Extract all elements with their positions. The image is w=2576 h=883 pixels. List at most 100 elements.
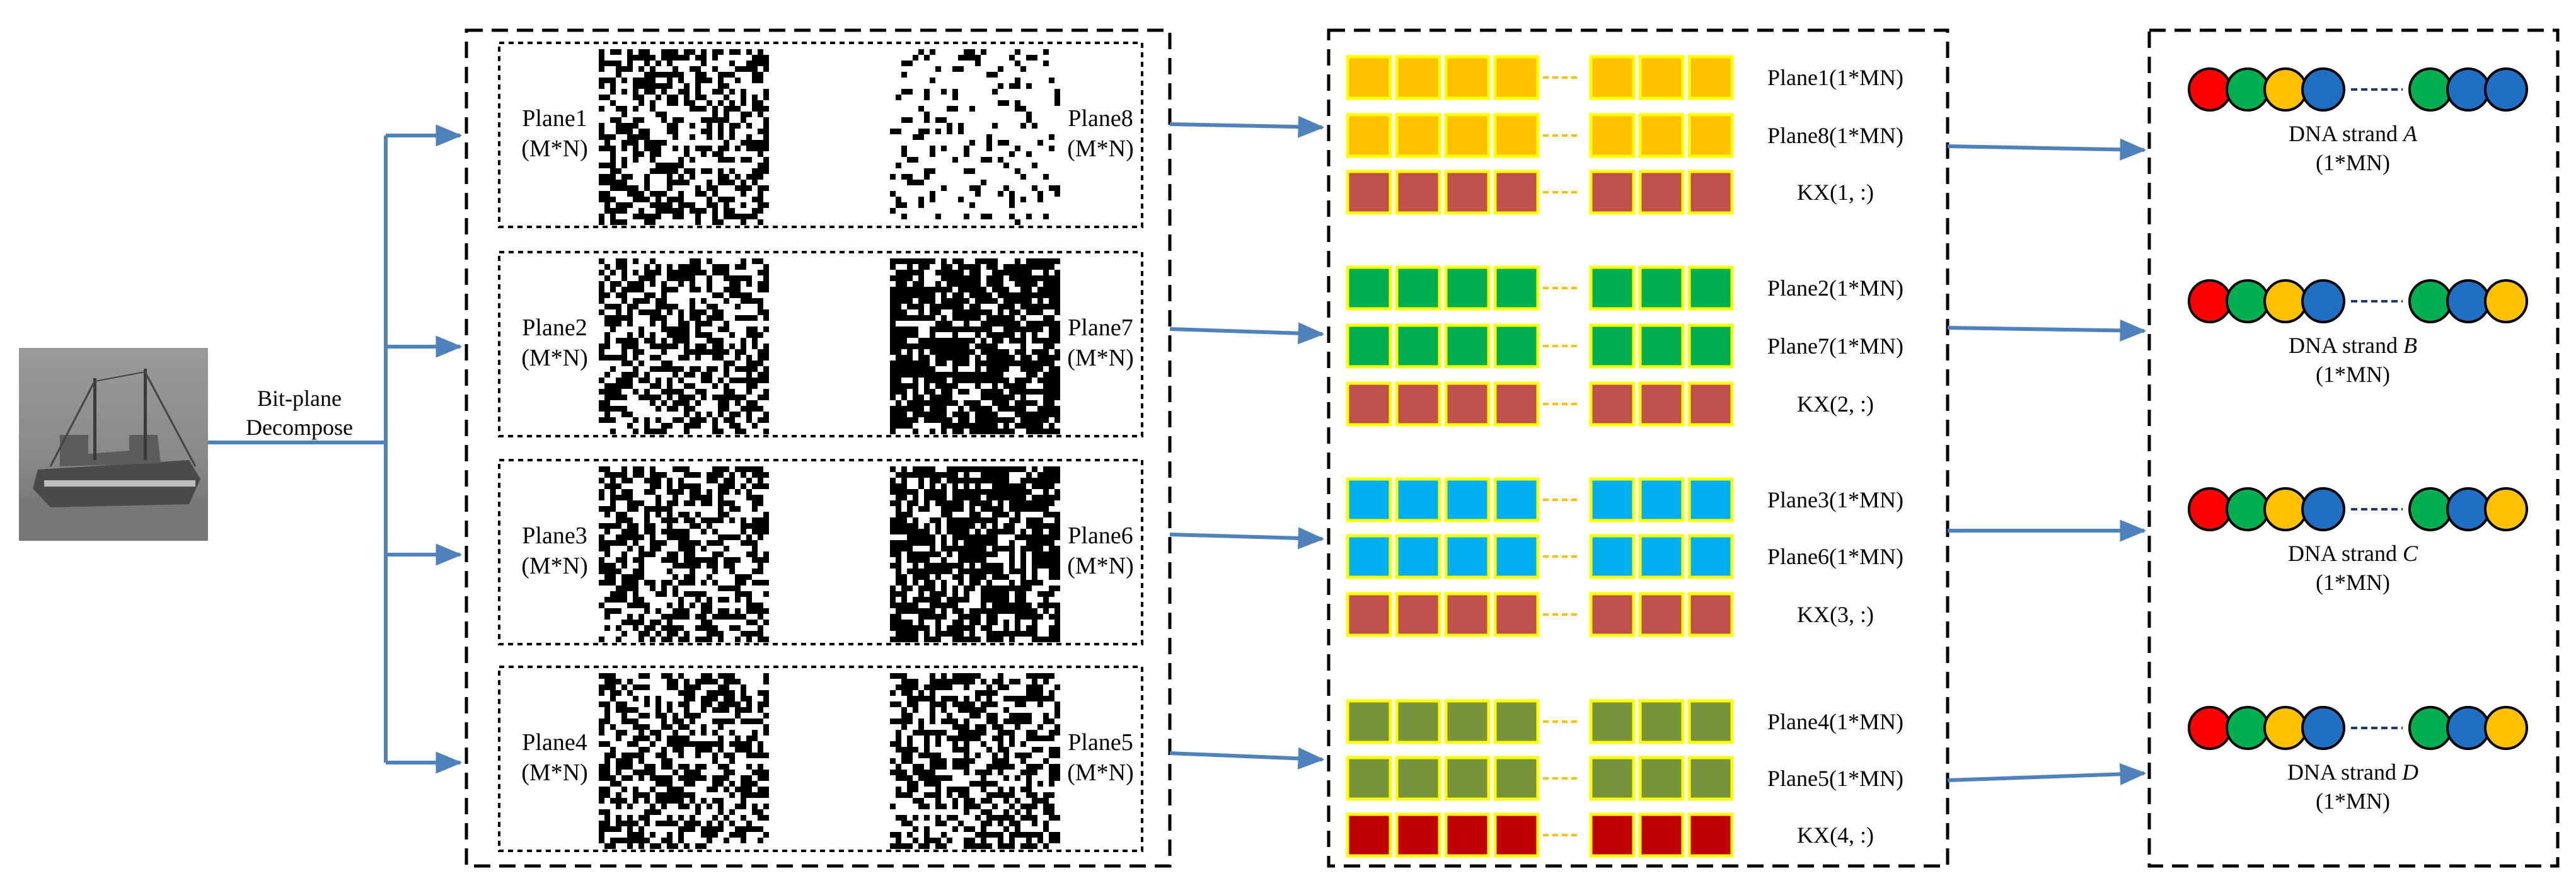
plane-right-name: Plane6 <box>1068 522 1133 549</box>
sequence-cell <box>1687 534 1734 579</box>
sequence-cell <box>1589 55 1636 100</box>
sequence-cell <box>1638 113 1685 158</box>
sequence-cell <box>1638 323 1685 369</box>
sequence-cell <box>1395 756 1441 801</box>
sequence-cell <box>1346 55 1392 100</box>
sequence-cell <box>1444 534 1491 579</box>
plane-right-name: Plane8 <box>1068 105 1133 132</box>
sequence-cell <box>1493 113 1540 158</box>
sequence-groups: Plane1(1*MN) Plane8(1*MN) KX(1, :) Plane2(1… <box>1346 55 1903 858</box>
sequence-row: Plane7(1*MN) <box>1346 323 1903 369</box>
sequence-cell <box>1493 477 1540 522</box>
sequence-cell <box>1493 265 1540 311</box>
sequence-group: Plane4(1*MN)Plane5(1*MN)KX(4, :) <box>1346 699 1903 858</box>
sequence-row-label: Plane1(1*MN) <box>1767 65 1903 90</box>
plane-left-name: Plane4 <box>522 729 587 756</box>
dna-strand: DNA strand B (1*MN) <box>2188 279 2528 387</box>
nucleotide-bead <box>2226 279 2270 323</box>
sequence-cell <box>1346 113 1392 158</box>
sequence-cell <box>1589 534 1636 579</box>
dna-strand-label: DNA strand B <box>2289 333 2417 358</box>
sequence-row-label: KX(3, :) <box>1797 602 1874 627</box>
sequence-row: Plane3(1*MN) <box>1346 477 1903 522</box>
decompose-label-line1: Bit-plane <box>257 386 342 411</box>
plane-left-size: (M*N) <box>521 136 588 162</box>
sequence-cell <box>1493 381 1540 427</box>
nucleotide-bead <box>2484 279 2528 323</box>
sequence-cell <box>1395 170 1441 215</box>
plane-group: Plane1(M*N)Plane8(M*N) <box>498 42 1143 228</box>
sequence-cell <box>1687 756 1734 801</box>
plane-right-name: Plane5 <box>1068 729 1133 756</box>
sequence-group: Plane2(1*MN)Plane7(1*MN)KX(2, :) <box>1346 265 1903 427</box>
bit-plane-image-left <box>599 466 769 642</box>
sequence-cell <box>1687 113 1734 158</box>
plane-right-size: (M*N) <box>1067 345 1134 371</box>
nucleotide-bead <box>2301 279 2345 323</box>
plane-left-name: Plane2 <box>522 315 587 341</box>
sequence-cell <box>1687 699 1734 744</box>
sequence-cell <box>1444 265 1491 311</box>
sequence-cell <box>1687 265 1734 311</box>
plane-groups: Plane1(M*N)Plane8(M*N)Plane2(M*N)Plane7(… <box>498 42 1143 852</box>
sequence-cell <box>1687 592 1734 637</box>
nucleotide-bead <box>2301 706 2345 750</box>
nucleotide-bead <box>2263 67 2307 112</box>
sequence-row: Plane1(1*MN) <box>1346 55 1903 100</box>
nucleotide-bead <box>2484 487 2528 531</box>
bit-plane-image-left <box>599 258 769 434</box>
sequence-cell <box>1589 699 1636 744</box>
sequence-cell <box>1687 381 1734 427</box>
sequence-to-dna-arrows <box>1947 138 2147 785</box>
nucleotide-bead <box>2263 487 2307 531</box>
dna-strand: DNA strand C(1*MN) <box>2188 487 2528 595</box>
sequence-row-label: Plane2(1*MN) <box>1767 275 1903 301</box>
sequence-cell <box>1444 477 1491 522</box>
bit-plane-image-left <box>599 49 769 225</box>
nucleotide-bead <box>2446 67 2490 112</box>
sequence-cell <box>1493 812 1540 858</box>
nucleotide-bead <box>2263 279 2307 323</box>
sequence-cell <box>1687 323 1734 369</box>
sequence-row: Plane2(1*MN) <box>1346 265 1903 311</box>
sequence-cell <box>1346 323 1392 369</box>
sequence-cell <box>1444 699 1491 744</box>
nucleotide-bead <box>2408 706 2452 750</box>
nucleotide-bead <box>2226 67 2270 112</box>
plane-group-box <box>498 42 1143 228</box>
sequence-cell <box>1638 170 1685 215</box>
sequence-cell <box>1493 323 1540 369</box>
bit-plane-image-right <box>890 258 1060 434</box>
sequence-cell <box>1687 55 1734 100</box>
sequence-cell <box>1444 170 1491 215</box>
sequence-cell <box>1346 592 1392 637</box>
sequence-cell <box>1638 265 1685 311</box>
sequence-row-label: Plane7(1*MN) <box>1767 333 1903 359</box>
sequence-cell <box>1493 534 1540 579</box>
nucleotide-bead <box>2226 706 2270 750</box>
sequence-cell <box>1395 381 1441 427</box>
plane-right-size: (M*N) <box>1067 136 1134 162</box>
sequence-panel <box>1327 28 1949 868</box>
sequence-row-label: Plane8(1*MN) <box>1767 123 1903 148</box>
plane-group: Plane2(M*N)Plane7(M*N) <box>498 251 1143 437</box>
dna-groups: DNA strand A(1*MN)DNA strand B(1*MN)DNA … <box>2188 67 2528 814</box>
dna-strand-label: DNA strand D <box>2287 759 2418 785</box>
bit-plane-image-left <box>599 673 769 849</box>
sequence-cell <box>1493 170 1540 215</box>
dna-strand-size: (1*MN) <box>2316 362 2390 387</box>
source-image <box>19 348 208 541</box>
sequence-cell <box>1687 812 1734 858</box>
nucleotide-bead <box>2408 487 2452 531</box>
plane-group-box <box>498 666 1143 852</box>
plane-group-box <box>498 251 1143 437</box>
plane-left-name: Plane3 <box>522 522 587 549</box>
sequence-row: KX(3, :) <box>1346 592 1874 637</box>
nucleotide-bead <box>2301 487 2345 531</box>
sequence-row-label: KX(1, :) <box>1797 180 1874 205</box>
sequence-row-label: Plane4(1*MN) <box>1767 709 1903 734</box>
sequence-row: Plane8(1*MN) <box>1346 113 1903 158</box>
sequence-cell <box>1395 534 1441 579</box>
sequence-cell <box>1444 756 1491 801</box>
sequence-cell <box>1589 170 1636 215</box>
